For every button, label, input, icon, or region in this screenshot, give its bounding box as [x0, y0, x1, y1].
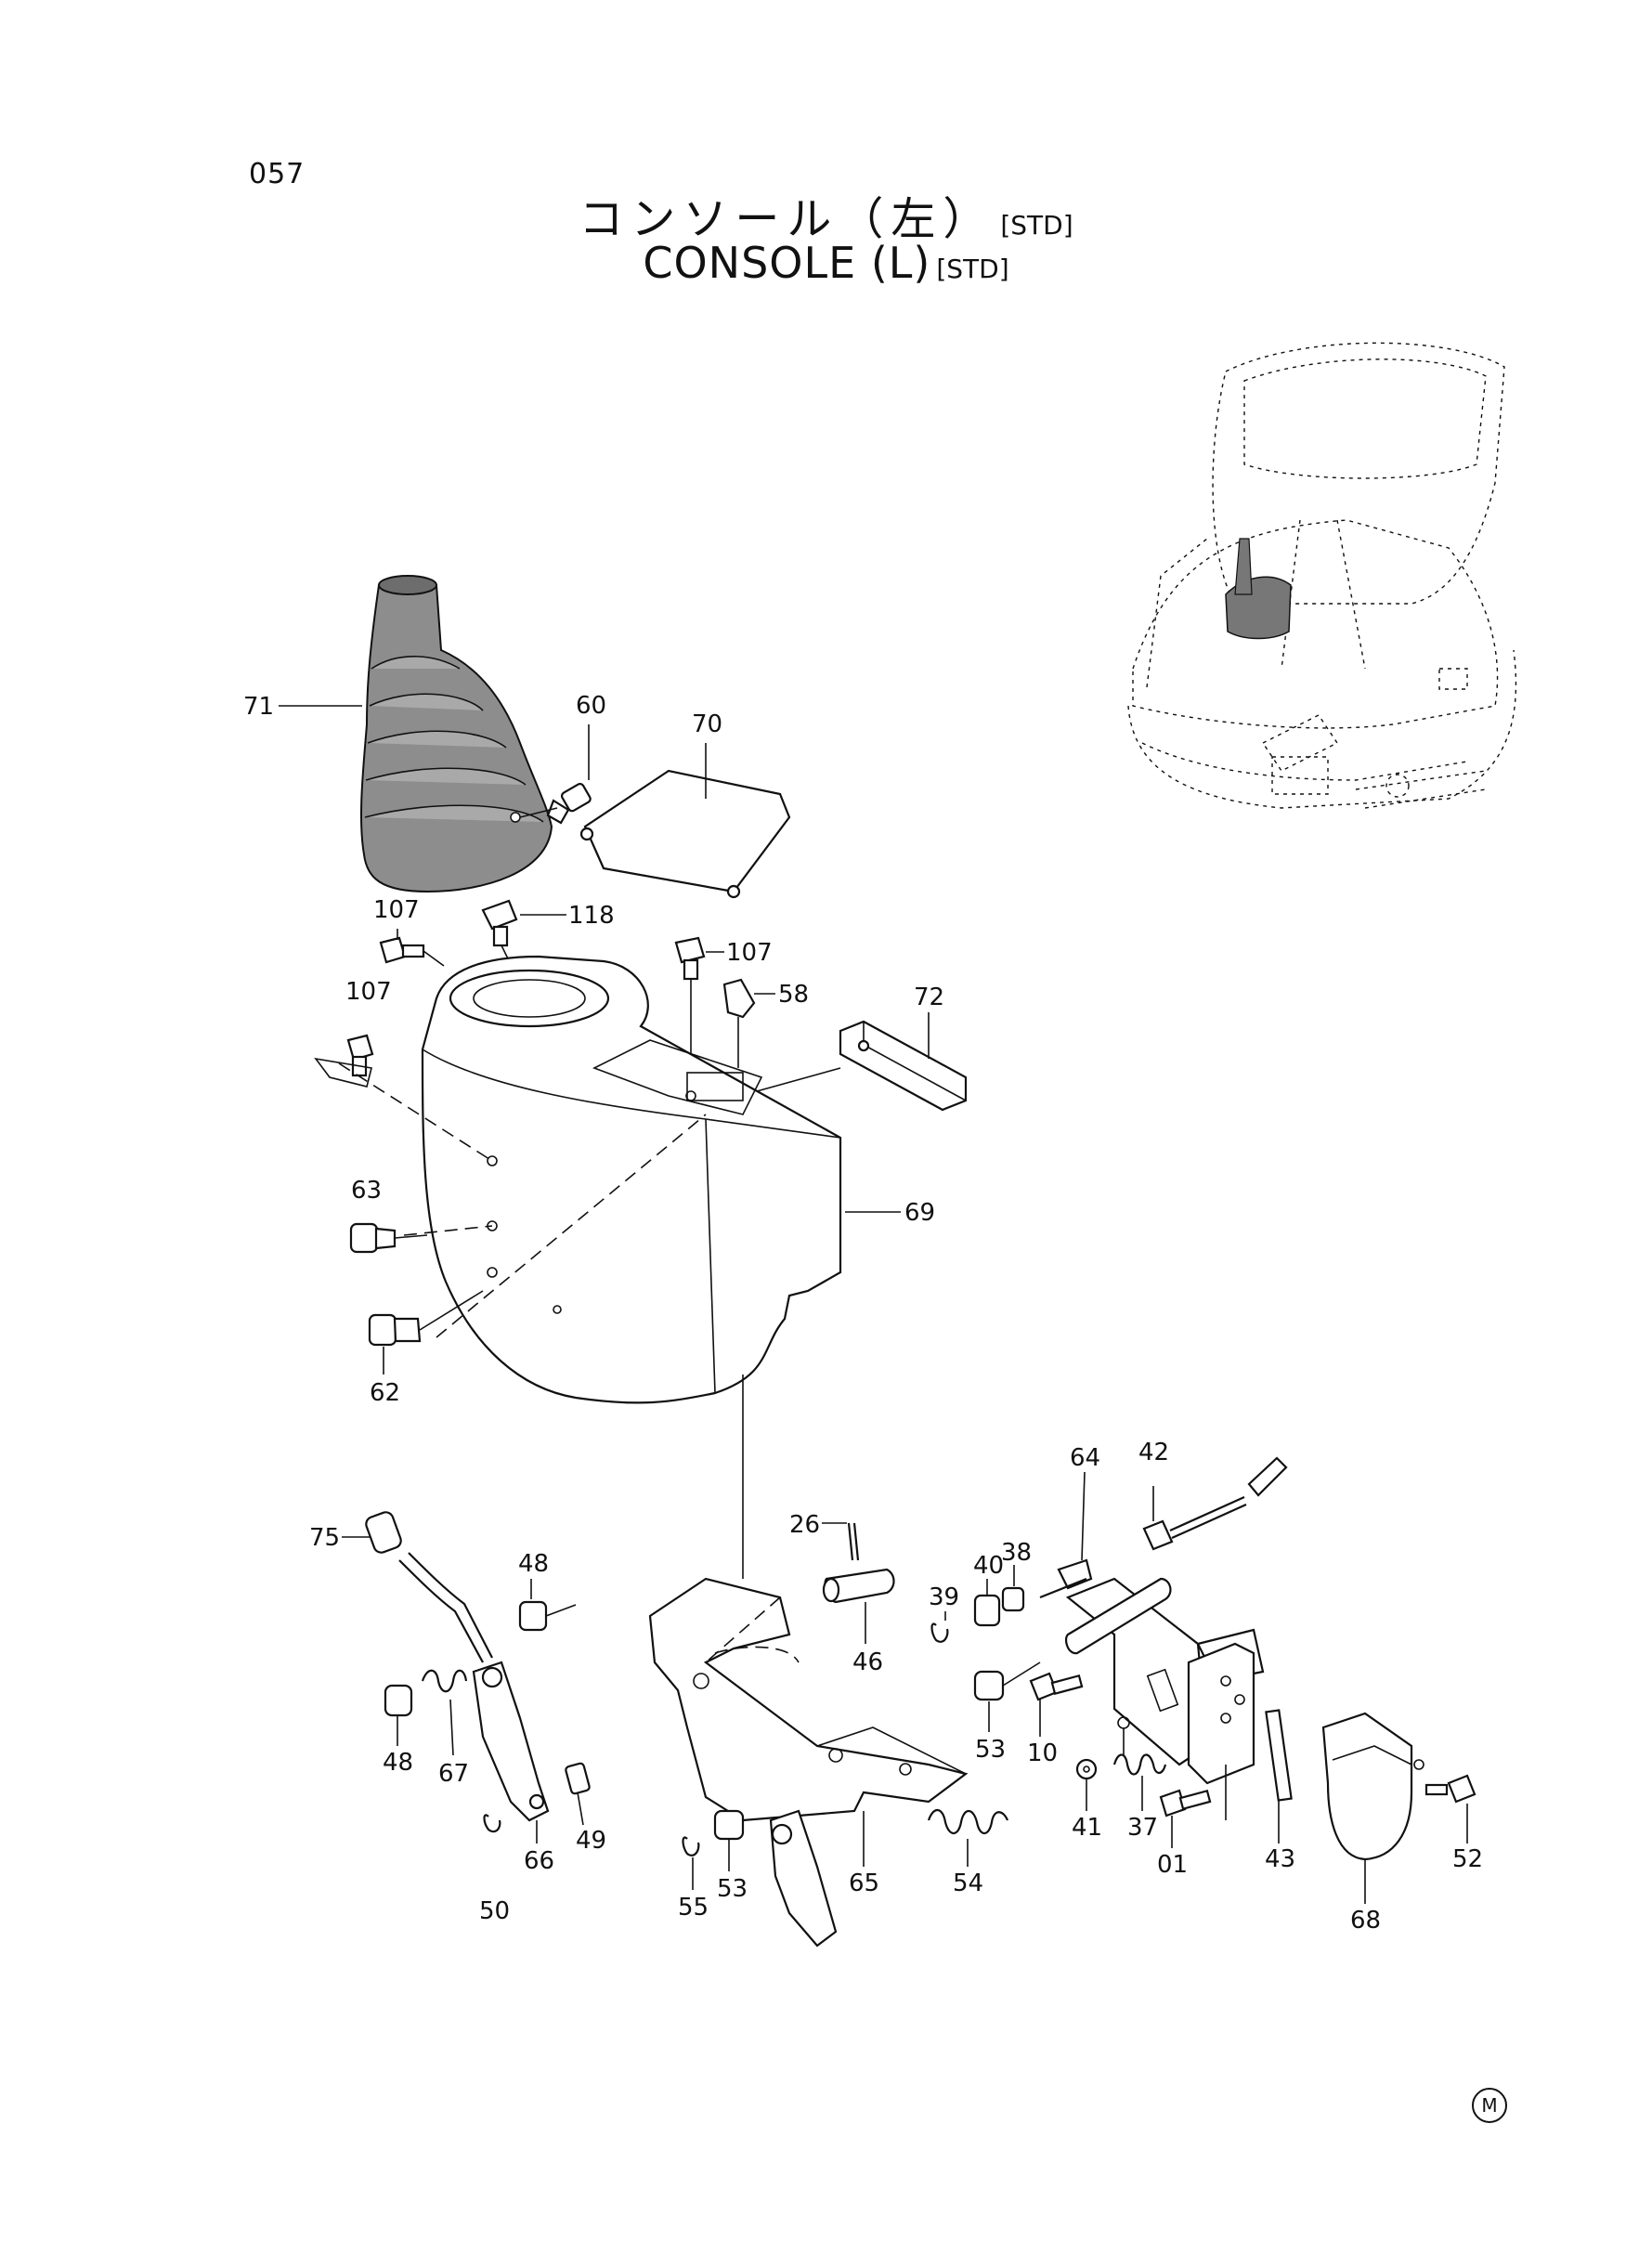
callout-55: 55: [678, 1894, 709, 1922]
callout-107-lower-left: 107: [345, 978, 392, 1006]
part-55-clip: [682, 1836, 700, 1857]
callout-38: 38: [1001, 1539, 1032, 1567]
callout-62: 62: [370, 1379, 400, 1407]
callout-49: 49: [576, 1827, 606, 1855]
part-71-rubber-boot: [360, 575, 553, 893]
part-68-cover: [1321, 1712, 1424, 1861]
callout-64: 64: [1070, 1444, 1100, 1472]
title-en-text: CONSOLE (L): [643, 238, 931, 288]
part-49-pin: [565, 1762, 591, 1795]
callout-43: 43: [1265, 1845, 1295, 1873]
part-70-cover-plate: [579, 769, 791, 899]
callout-69: 69: [904, 1199, 935, 1227]
part-37-spring: [1112, 1753, 1167, 1776]
callout-66: 66: [524, 1847, 554, 1875]
part-72-bracket: [756, 1020, 968, 1112]
part-53-bushing-left: [713, 1809, 745, 1841]
part-41-washer: [1075, 1758, 1098, 1780]
page-number: 057: [249, 158, 306, 190]
side-mounting-bracket: [1187, 1642, 1255, 1820]
part-39-clip: [930, 1622, 949, 1643]
callout-37: 37: [1127, 1814, 1158, 1842]
part-75-lever: [365, 1511, 493, 1663]
title-jp-tag: [STD]: [1000, 210, 1073, 241]
callout-48-upper: 48: [518, 1550, 549, 1578]
part-26-cotter-pin: [847, 1522, 860, 1561]
callout-67: 67: [438, 1760, 469, 1788]
callout-48-lower: 48: [383, 1749, 413, 1777]
title-japanese: コンソール（左）[STD]: [0, 182, 1652, 247]
callout-42: 42: [1138, 1439, 1169, 1466]
part-40-bushing: [973, 1594, 1001, 1627]
part-60-screw: [519, 782, 592, 825]
part-62-rivet: [368, 1290, 484, 1347]
callout-labels: 71 60 70 118 107 107 107 58 72 63 69 62 …: [243, 692, 1483, 1935]
callout-118: 118: [568, 902, 615, 930]
callout-53-right: 53: [975, 1736, 1006, 1764]
callout-46: 46: [852, 1648, 883, 1676]
part-46-pin: [822, 1568, 895, 1604]
part-43-rod: [1265, 1709, 1293, 1802]
callout-68: 68: [1350, 1907, 1381, 1935]
part-10-bolt: [1029, 1672, 1084, 1701]
callout-72: 72: [914, 984, 944, 1011]
part-67-spring: [421, 1669, 468, 1756]
part-48-bushing-upper: [518, 1600, 577, 1632]
callout-26: 26: [789, 1511, 820, 1539]
machine-overview-illustration: [1127, 342, 1517, 809]
callout-41: 41: [1072, 1814, 1102, 1842]
callout-75: 75: [309, 1524, 340, 1552]
part-53-bushing-right: [973, 1661, 1041, 1701]
callout-54: 54: [953, 1870, 983, 1897]
callout-107-upper-left: 107: [373, 896, 420, 924]
callout-10: 10: [1027, 1739, 1058, 1767]
title-jp-text: コンソール（左）: [579, 193, 995, 245]
part-66-plate-lever: [472, 1661, 550, 1822]
part-52-screw: [1424, 1774, 1476, 1804]
callout-39: 39: [929, 1583, 959, 1611]
callout-leaders: [279, 705, 1468, 1904]
part-54-spring: [927, 1808, 1009, 1835]
callout-52: 52: [1452, 1845, 1483, 1873]
highlighted-console-detail: [1225, 538, 1292, 640]
callout-107-right: 107: [726, 939, 773, 967]
callout-40: 40: [973, 1552, 1004, 1580]
callout-60: 60: [576, 692, 606, 720]
part-58-clip: [722, 978, 756, 1068]
part-42-cable: [1142, 1456, 1288, 1551]
part-65-main-bracket: [648, 1375, 969, 1948]
part-38-bushing: [1001, 1586, 1025, 1612]
callout-53-left: 53: [717, 1875, 748, 1903]
part-48-bushing-lower: [384, 1684, 413, 1717]
callout-65: 65: [849, 1870, 879, 1897]
callout-50: 50: [479, 1897, 510, 1925]
callout-01: 01: [1157, 1851, 1188, 1879]
title-en-tag: [STD]: [936, 254, 1009, 284]
part-01-bolt: [1159, 1789, 1212, 1818]
part-50-clip: [483, 1814, 501, 1833]
callout-63: 63: [351, 1177, 382, 1205]
corner-mark: M: [1472, 2088, 1507, 2123]
callout-71: 71: [243, 693, 274, 721]
title-english: CONSOLE (L)[STD]: [0, 238, 1652, 288]
callout-70: 70: [692, 710, 722, 738]
part-63-rivet: [349, 1222, 428, 1254]
callout-58: 58: [778, 981, 809, 1009]
part-69-console-housing: [314, 955, 842, 1404]
